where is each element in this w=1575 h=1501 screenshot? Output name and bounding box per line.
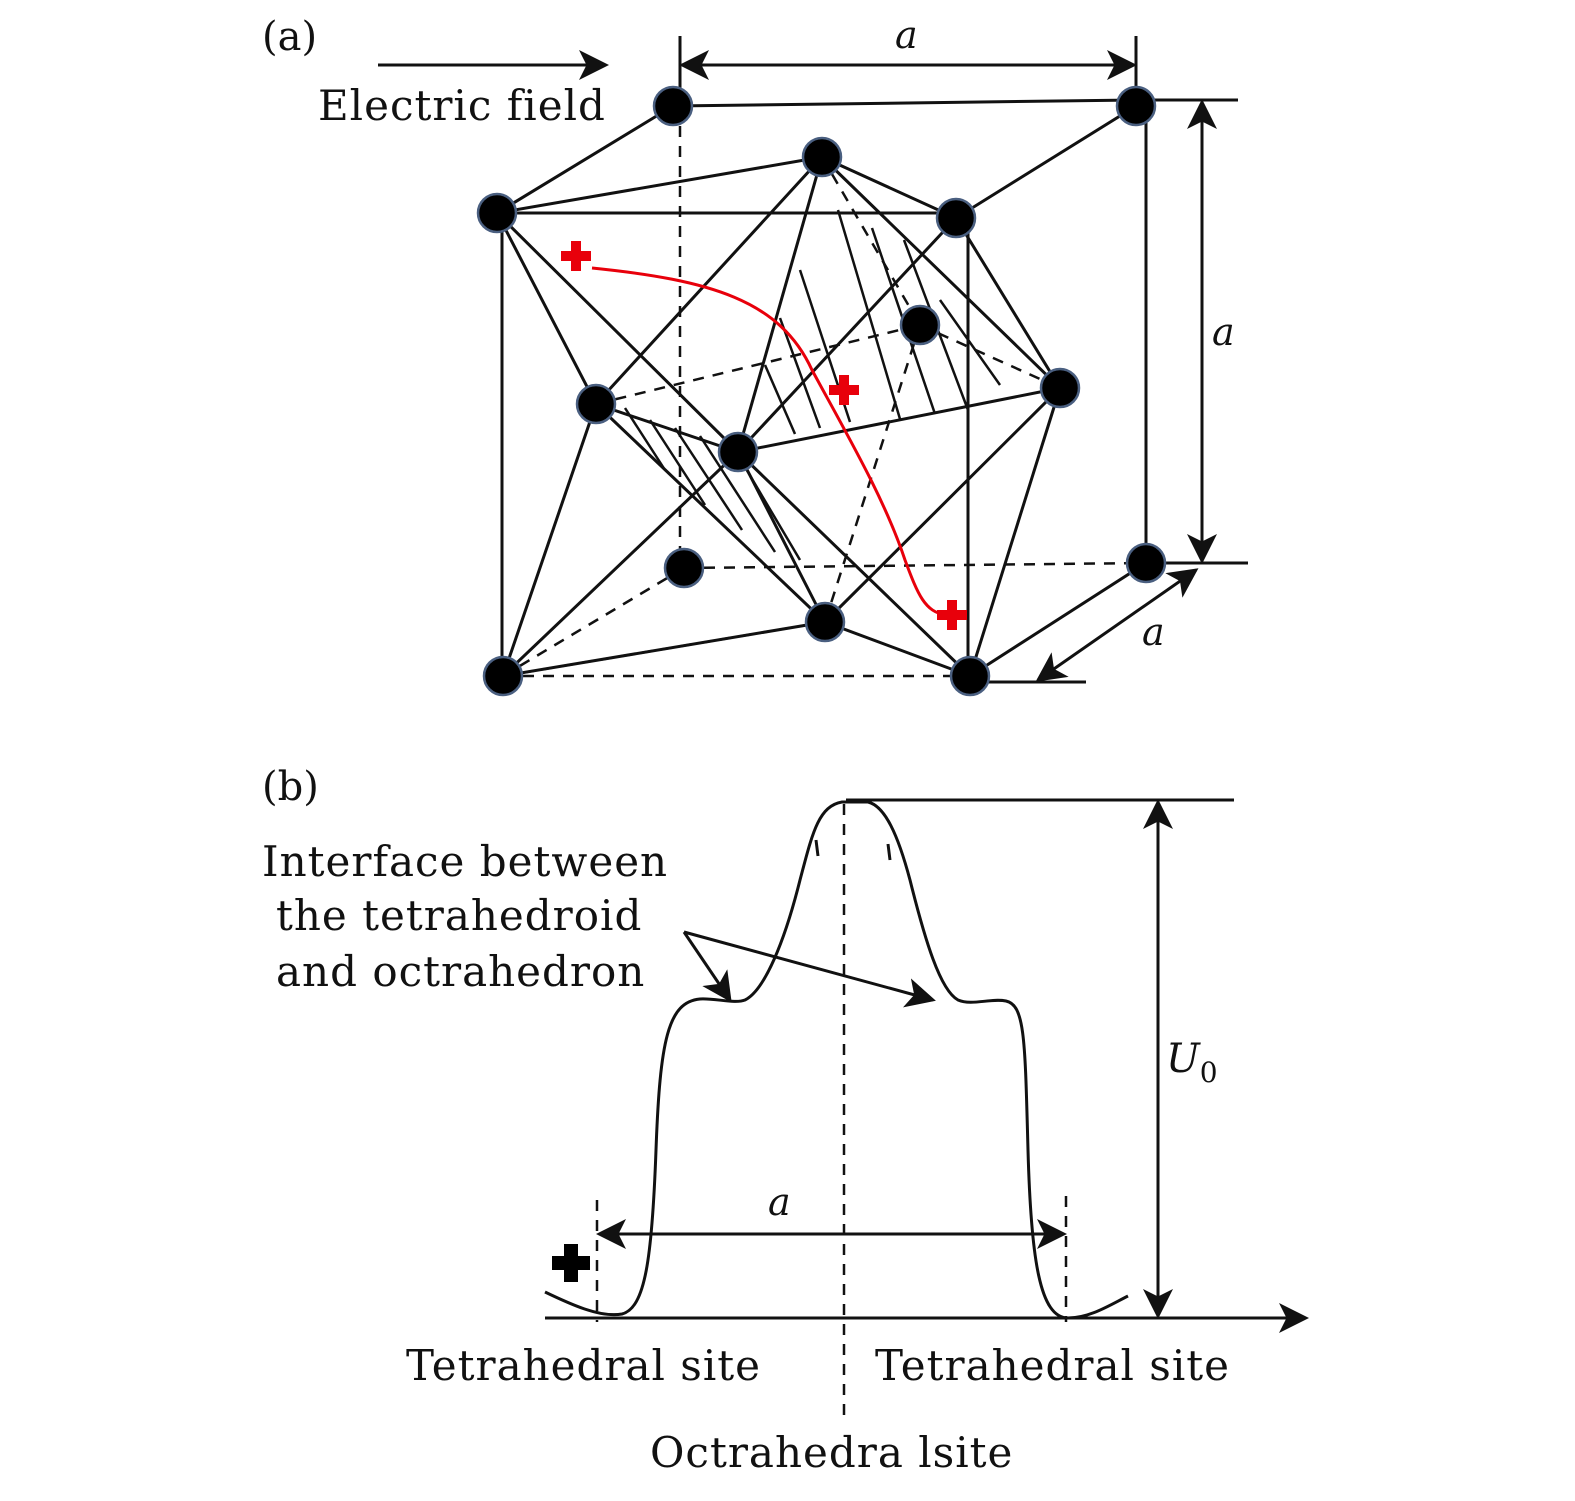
panel-b-tag: (b) [262, 764, 319, 810]
atom [1115, 85, 1157, 127]
dim-right-label: a [1212, 310, 1235, 354]
atom [899, 304, 941, 346]
hatch-right-face [763, 209, 1002, 435]
octahedral-site-label: Octrahedra lsite [650, 1428, 1013, 1477]
atom [482, 655, 524, 697]
atom [575, 383, 617, 425]
atom [935, 197, 977, 239]
interface-label-line3: and octrahedron [276, 947, 645, 996]
solid-edges [495, 98, 1148, 678]
site-spacing-label: a [768, 1180, 791, 1224]
atom [663, 547, 705, 589]
atom [949, 655, 991, 697]
dim-top-label: a [895, 13, 918, 57]
ion-plus-2 [829, 375, 859, 405]
curve-kink-left [814, 839, 820, 857]
left-site-label: Tetrahedral site [406, 1341, 761, 1390]
interface-label-line1: Interface between [262, 837, 668, 886]
atom [801, 136, 843, 178]
right-site-label: Tetrahedral site [875, 1341, 1230, 1390]
curve-kink-right [886, 843, 892, 861]
ion-migration-path [591, 266, 947, 617]
atom [804, 601, 846, 643]
atom [1039, 367, 1081, 409]
atoms [476, 85, 1167, 697]
atom [1125, 542, 1167, 584]
interface-label-line2: the tetrahedroid [276, 891, 642, 940]
dim-depth-label: a [1142, 610, 1165, 654]
panel-a-tag: (a) [262, 14, 317, 60]
interface-arrow-left [682, 931, 732, 1003]
dim-depth-arrow [1035, 568, 1199, 682]
ion-plus-black [552, 1244, 590, 1282]
interface-arrow-right [683, 930, 936, 1008]
ion-plus-3 [937, 600, 967, 630]
ion-plus-1 [561, 241, 591, 271]
atom [717, 431, 759, 473]
electric-field-label: Electric field [318, 81, 606, 130]
atom [652, 85, 694, 127]
barrier-height-label: U0 [1166, 1036, 1218, 1089]
hatch-left-face [623, 407, 802, 561]
atom [476, 192, 518, 234]
energy-barrier-curve [544, 800, 1129, 1320]
